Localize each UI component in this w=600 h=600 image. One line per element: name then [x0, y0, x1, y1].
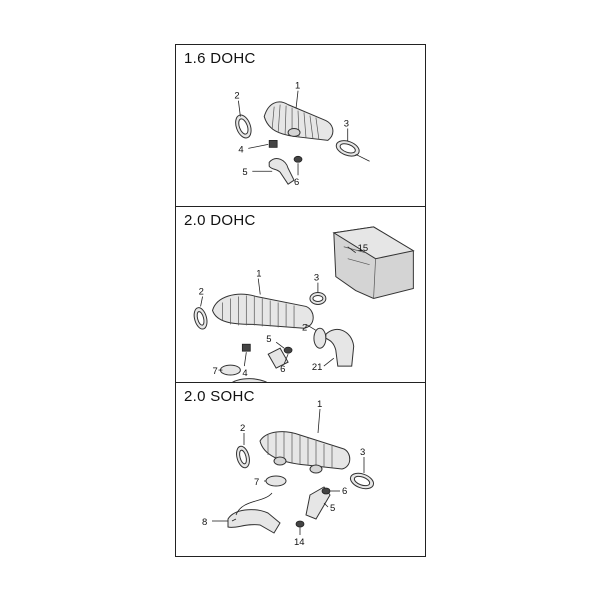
panel-title: 1.6 DOHC — [184, 50, 256, 67]
hose-clamp-part-3 — [335, 140, 370, 162]
panel-2-0-sohc: 1 2 3 5 6 7 8 14 2.0 SOHC — [176, 383, 425, 556]
callout-7: 7 — [213, 366, 218, 377]
callout-14: 14 — [294, 537, 305, 548]
callout-5: 5 — [330, 503, 335, 514]
small-clamp-part-6 — [293, 155, 303, 163]
callout-1: 1 — [256, 269, 261, 280]
assembly-drawing-1-6-dohc: 1 2 3 4 5 6 — [234, 81, 370, 188]
callout-1: 1 — [295, 81, 300, 92]
assembly-drawing-2-0-dohc: 1 2 2 3 4 5 6 7 8 14 15 21 22 23 — [193, 226, 415, 382]
panel-1-6-dohc: 1 2 3 4 5 6 1.6 DOHC — [176, 45, 425, 207]
elbow-duct-part-21 — [325, 328, 355, 367]
panel-title: 2.0 SOHC — [184, 388, 255, 405]
resonator-hose-part-8 — [232, 378, 267, 382]
hose-clamp-part-2 — [236, 445, 250, 469]
callout-2-right: 2 — [302, 322, 307, 333]
callout-6: 6 — [280, 364, 285, 375]
callout-4: 4 — [238, 144, 243, 155]
callout-2: 2 — [240, 423, 245, 434]
hose-clamp-part-7 — [265, 475, 287, 487]
connector-part-4 — [268, 140, 278, 148]
small-clamp-part-14 — [295, 520, 305, 528]
resonator-hose-part-8 — [227, 509, 281, 534]
small-clamp-part-6 — [283, 346, 293, 354]
callout-5: 5 — [242, 167, 247, 178]
callout-1: 1 — [317, 399, 322, 410]
assembly-drawing-2-0-sohc: 1 2 3 5 6 7 8 14 — [202, 399, 375, 548]
callout-2: 2 — [234, 91, 239, 102]
parts-diagram-frame: 1 2 3 4 5 6 1.6 DOHC — [175, 44, 426, 557]
hose-clamp-part-2 — [193, 307, 208, 330]
callout-6: 6 — [294, 177, 299, 188]
callout-2: 2 — [199, 287, 204, 298]
hose-clamp-part-3 — [309, 292, 327, 305]
hose-clamp-part-7 — [219, 364, 241, 376]
breather-hose-part-5 — [268, 158, 295, 185]
resonator-outline — [235, 492, 273, 516]
callout-3: 3 — [344, 118, 349, 129]
panel-2-0-dohc: 1 2 2 3 4 5 6 7 8 14 15 21 22 23 2.0 DOH… — [176, 207, 425, 383]
callout-7: 7 — [254, 477, 259, 488]
callout-15: 15 — [358, 243, 369, 254]
callout-8: 8 — [202, 517, 207, 528]
callout-5: 5 — [266, 334, 271, 345]
breather-hose-part-5 — [267, 347, 289, 369]
callout-6: 6 — [342, 486, 347, 497]
intake-hose-part-1 — [259, 431, 351, 474]
air-cleaner-housing-part-15 — [332, 226, 415, 300]
callout-4: 4 — [242, 368, 247, 379]
intake-hose-part-1 — [263, 101, 334, 141]
callout-3: 3 — [360, 447, 365, 458]
panel-title: 2.0 DOHC — [184, 212, 256, 229]
hose-clamp-part-3 — [349, 472, 375, 490]
breather-hose-part-5 — [305, 486, 331, 520]
callout-21: 21 — [312, 362, 323, 373]
small-clamp-part-6 — [321, 487, 331, 495]
connector-part-4 — [241, 343, 251, 352]
intake-hose-part-1 — [211, 293, 314, 329]
hose-clamp-part-2 — [235, 114, 252, 139]
hose-clamp-part-2-right — [313, 327, 327, 349]
callout-3: 3 — [314, 273, 319, 284]
